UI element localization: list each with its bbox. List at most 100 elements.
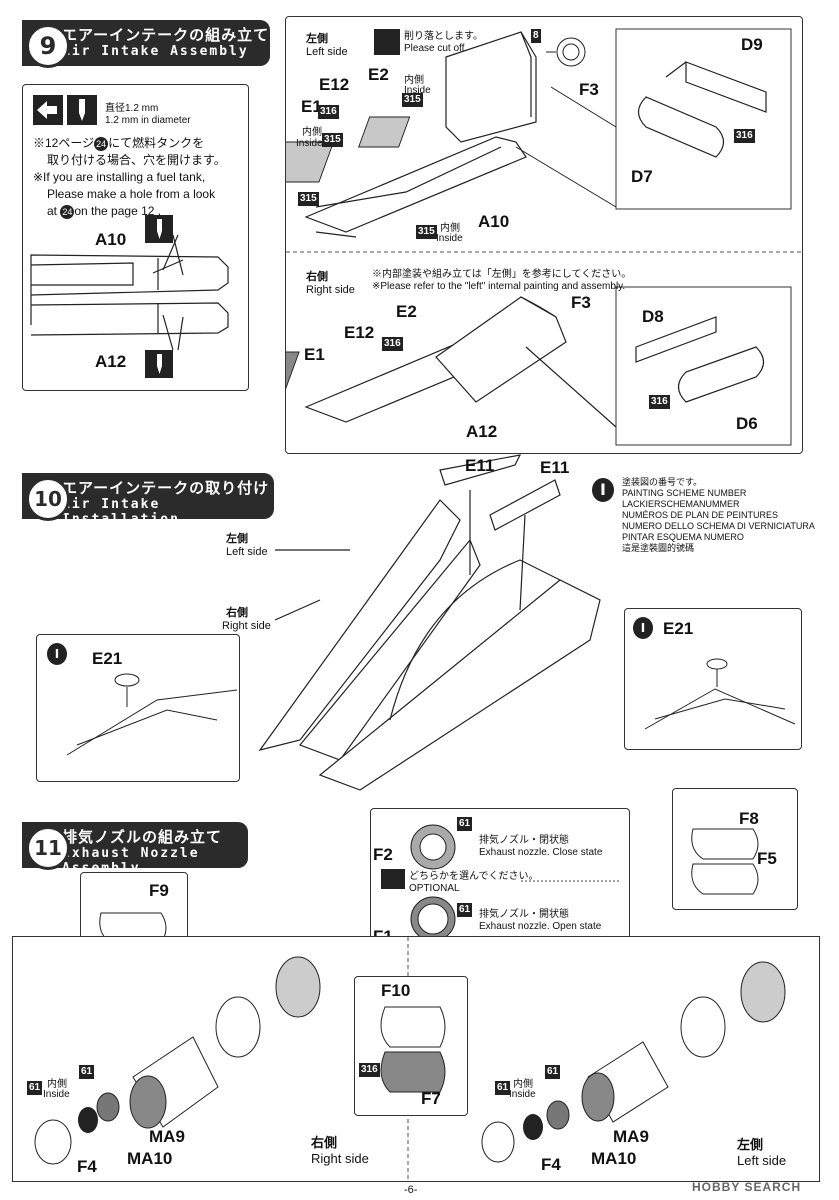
scheme-line-5: PINTAR ESQUEMA NUMERO bbox=[622, 532, 744, 542]
paint-315-bottom: 315 bbox=[298, 192, 319, 206]
paint-315-e2: 315 bbox=[402, 93, 423, 107]
inside-label-e2-jp: 内側 bbox=[404, 75, 424, 86]
label-f7: F7 bbox=[421, 1089, 441, 1108]
label-f8: F8 bbox=[739, 809, 759, 828]
step10-title-jp: エアーインテークの取り付け bbox=[62, 479, 270, 497]
inside-f4-right-en: Inside bbox=[43, 1089, 70, 1100]
parts-d9-d7 bbox=[637, 61, 767, 158]
nozzle-option-panel: F2 F1 61 61 排気ノズル・閉状態 Exhaust nozzle. Cl… bbox=[370, 808, 630, 954]
e21-right-panel: I E21 bbox=[624, 608, 802, 750]
step10-left-en: Left side bbox=[226, 546, 268, 558]
right-side-label-en: Right side bbox=[306, 284, 355, 296]
inside-f4-right-jp: 内側 bbox=[47, 1079, 67, 1090]
step11-number: 11 bbox=[26, 826, 70, 870]
label-ma10-right: MA10 bbox=[127, 1149, 173, 1168]
drill-art bbox=[30, 95, 229, 378]
part-f3-left bbox=[556, 37, 586, 67]
step10-title-en: Air Intake Installation bbox=[62, 497, 180, 527]
label-e21-left: E21 bbox=[92, 649, 123, 668]
label-e1-right: E1 bbox=[304, 345, 325, 364]
d8-d6-box bbox=[615, 286, 792, 446]
label-e11-b: E11 bbox=[540, 458, 570, 477]
label-a12: A12 bbox=[95, 352, 127, 371]
paint-316-right: 316 bbox=[382, 337, 403, 351]
inside-label-e2-en: Inside bbox=[404, 85, 431, 96]
inside-label-e1-jp: 内側 bbox=[302, 127, 322, 138]
optional-en: OPTIONAL bbox=[409, 883, 460, 894]
open-state-jp: 排気ノズル・開状態 bbox=[479, 909, 569, 920]
step10-left-jp: 左側 bbox=[226, 533, 248, 545]
right-side-label-jp: 右側 bbox=[306, 271, 328, 283]
drill-note-jp-2: にて燃料タンクを bbox=[108, 136, 205, 150]
inside-f4-left-jp: 内側 bbox=[513, 1079, 533, 1090]
step10-right-jp: 右側 bbox=[226, 607, 248, 619]
nozzle-main-panel: F4 F4 MA9 MA10 MA9 MA10 61 内側 Inside 61 … bbox=[12, 936, 820, 1182]
cut-off-jp: 削り落とします。 bbox=[404, 31, 483, 42]
paint-316-d9: 316 bbox=[734, 129, 755, 143]
paint-315-e1: 315 bbox=[322, 133, 343, 147]
label-f4-left: F4 bbox=[541, 1155, 561, 1174]
label-ma10-left: MA10 bbox=[591, 1149, 637, 1168]
label-d8: D8 bbox=[642, 307, 664, 326]
paint-8-f3: 8 bbox=[531, 29, 541, 43]
d9-d7-box bbox=[615, 28, 792, 210]
paint-316-d8: 316 bbox=[649, 395, 670, 409]
label-f9: F9 bbox=[149, 881, 169, 900]
scheme-icon: I bbox=[592, 478, 614, 502]
f10-f7-panel: F10 F7 316 bbox=[354, 976, 468, 1116]
right-intake-art bbox=[304, 296, 617, 428]
part-e2-left bbox=[358, 116, 411, 148]
paint-316-e12: 316 bbox=[318, 105, 339, 119]
drill-note-en-1: ※If you are installing a fuel tank, bbox=[33, 170, 206, 184]
label-e12-right: E12 bbox=[344, 323, 375, 342]
drill-diameter-jp: 直径1.2 mm bbox=[105, 103, 159, 114]
parts-d8-d6 bbox=[635, 316, 765, 403]
step11-title-jp: 排気ノズルの組み立て bbox=[62, 828, 223, 846]
label-ma9-right: MA9 bbox=[149, 1127, 185, 1146]
e21-left-scheme-icon: I bbox=[47, 643, 67, 665]
label-d6: D6 bbox=[736, 414, 758, 433]
e21-left-panel: I E21 bbox=[36, 634, 240, 782]
drill-note-jp-1: ※12ページ bbox=[33, 136, 95, 150]
paint-316-f7: 316 bbox=[359, 1063, 380, 1077]
left-side-label-jp: 左側 bbox=[306, 33, 328, 45]
scheme-line-1: PAINTING SCHEME NUMBER bbox=[622, 488, 747, 498]
part-a12-drill bbox=[30, 302, 229, 351]
right-note-en: ※Please refer to the "left" internal pai… bbox=[372, 281, 626, 292]
inside-label-e1-en: Inside bbox=[296, 138, 323, 149]
e21-right-scheme-icon: I bbox=[633, 617, 653, 639]
part-e1-left bbox=[286, 141, 335, 183]
nozzle-left-side-en: Left side bbox=[737, 1153, 787, 1168]
ref-circle-2: 24 bbox=[60, 205, 75, 219]
label-f5: F5 bbox=[757, 849, 777, 868]
scheme-line-6: 這是塗裝圖的號碼 bbox=[622, 543, 695, 553]
inside-label-a10-jp: 内側 bbox=[440, 223, 460, 234]
cut-off-en: Please cut off. bbox=[404, 43, 468, 54]
label-e21-right: E21 bbox=[663, 619, 694, 638]
optional-arrow-icon bbox=[381, 869, 405, 889]
part-e1-right bbox=[286, 351, 300, 398]
inside-label-a10-en: Inside bbox=[436, 233, 463, 244]
watermark-text: HOBBY SEARCH bbox=[692, 1180, 802, 1194]
nozzle-right-side-en: Right side bbox=[311, 1151, 369, 1166]
part-a10-drill bbox=[30, 234, 229, 325]
cut-off-icon bbox=[374, 29, 400, 55]
paint-61-ma-right: 61 bbox=[79, 1065, 95, 1079]
label-ma9-left: MA9 bbox=[613, 1127, 649, 1146]
label-f2: F2 bbox=[373, 845, 393, 864]
open-state-en: Exhaust nozzle. Open state bbox=[479, 921, 602, 932]
close-state-en: Exhaust nozzle. Close state bbox=[479, 847, 603, 858]
label-a10: A10 bbox=[95, 230, 127, 249]
drill-diameter-en: 1.2 mm in diameter bbox=[105, 115, 191, 126]
label-f3-right: F3 bbox=[571, 293, 591, 312]
close-state-jp: 排気ノズル・閉状態 bbox=[479, 835, 569, 846]
right-note-jp: ※内部塗装や組み立ては「左側」を参考にしてください。 bbox=[372, 269, 632, 280]
optional-jp: どちらかを選んでください。 bbox=[409, 871, 539, 882]
step10-number: 10 bbox=[26, 477, 70, 521]
paint-61-f4-right: 61 bbox=[27, 1081, 43, 1095]
nozzle-right-side-jp: 右側 bbox=[311, 1135, 338, 1150]
label-e1-left: E1 bbox=[301, 97, 322, 116]
scheme-line-2: LACKIERSCHEMANUMMER bbox=[622, 499, 740, 509]
paint-61-f4-left: 61 bbox=[495, 1081, 511, 1095]
